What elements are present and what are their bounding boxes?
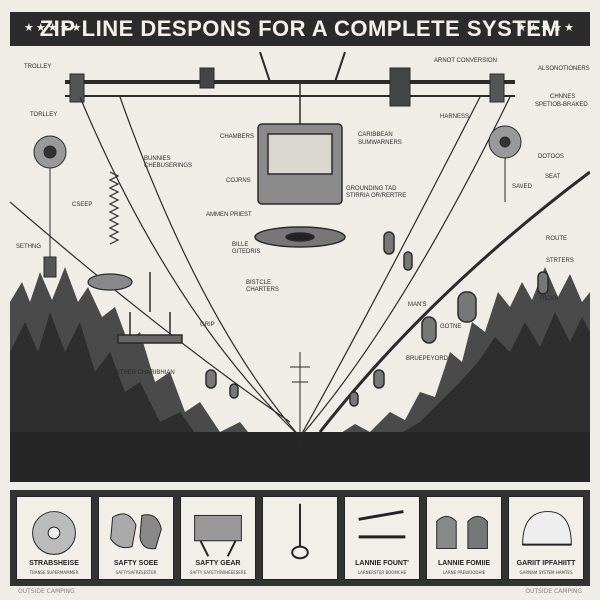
forest [10,267,590,482]
glove-icon [110,513,162,550]
label-seat: SEAT [545,174,561,180]
label-ricks: RICKS [540,296,559,302]
panel-label: GARIIT IPFAHIITT [516,560,576,567]
panel-sub: SAFTY SAFETYSWHEEESERE [189,570,247,575]
label-bille: BILLE [232,242,249,248]
label-ammen: AMMEN PRIEST [206,212,252,218]
shoes-icon [436,515,488,550]
label-bille2: GITEDRIS [232,249,261,255]
disc-icon [32,511,76,555]
bars-icon [358,510,406,539]
panel-label: STRABSHEISE [29,560,79,567]
center-post [290,352,310,452]
label-grip: GRIP [200,322,215,328]
stars-right: ★★★★★ [516,21,576,34]
seat-harness [117,272,183,344]
panel-label: SAFTY SOEE [113,560,159,567]
label-mid-small2: CHARTERS [246,287,279,293]
label-trolley-top: TROLLEY [24,64,52,70]
label-gotne2: BRUEPEYORD [406,356,449,362]
panel-sub: LARNE PREWOODHIE [442,570,486,575]
main-track [65,52,515,107]
left-pulley [33,135,67,278]
label-strters: STRTERS [546,258,574,264]
label-top-right-2: ALSONOTIONERS [538,66,590,72]
panel-sub: SAFTYSAFRESESTER [115,570,157,575]
label-sethng: SETHNG [16,244,42,250]
label-top-right-1: ARNOT CONVERSION [434,58,497,64]
label-mans: MAN'S [408,302,427,308]
helmet-icon [522,511,572,546]
label-stirria: STIRRIA OR/RERTRE [346,193,407,199]
footer-left: OUTSIDE CAMPING [18,588,75,595]
diagram-svg [10,52,590,482]
lanyard-icon [291,503,309,560]
panel-lanyard [262,496,338,580]
panel-lannie-fount: LANNIE FOUNT' LARNERSTER BOOMCHE [344,496,420,580]
label-mid-small: BISTCLE [246,280,272,286]
gondola [254,82,346,248]
label-harness-mid: HARNESS [440,114,470,120]
label-caribbean: CARIBBEAN [358,132,393,138]
label-vitner: VITHER CHARIBHIAN [114,370,175,376]
carabiners [205,231,549,407]
label-route: ROUTE [546,236,567,242]
footer-right: OUTSIDE CAMPING [525,588,582,595]
panel-safty-soee: SAFTY SOEE SAFTYSAFRESESTER [98,496,174,580]
label-bunnies2: CHEBUSERINGS [144,163,193,169]
panel-label: LANNIE FOUNT' [355,560,409,567]
poster-title: ZIP LINE DESPONS FOR A COMPLETE SYSTEM [39,16,561,41]
panel-sub: LARNERSTER BOOMCHE [357,570,407,575]
spring-assembly [87,171,133,291]
panel-label: SAFTY GEAR [195,560,241,567]
label-cojrns: COJRNS [226,178,251,184]
stars-left: ★★★★★ [24,21,84,34]
label-ssep: CSEEP [72,202,93,208]
label-top-right-3: CHNNES [550,94,576,100]
label-sumwarners: SUMWARNERS [358,140,402,146]
panel-safty-gear: SAFTY GEAR SAFTY SAFETYSWHEEESERE [180,496,256,580]
label-chambers: CHAMBERS [220,134,255,140]
panel-label: LANNIE FOMIIE [437,560,491,567]
label-bunnies: BUNNIES [144,156,171,162]
panel-sub: GARNAM SYSTEM HAMTES [519,570,573,575]
label-trolley-left: TORLLEY [30,112,58,118]
zipline-diagram: TROLLEY TORLLEY ARNOT CONVERSION ALSONOT… [10,52,590,482]
label-top-right-4: SPETIOB-BRAKED [535,102,588,108]
equipment-strip: STRABSHEISE TRANSE SUPERMAMMER SAFTY SOE… [10,490,590,586]
harness-icon [194,514,242,557]
label-saved: SAVED [512,184,532,190]
panel-lannie-fomiie: LANNIE FOMIIE LARNE PREWOODHIE [426,496,502,580]
label-grounding: GROUNDING TAD [346,186,397,192]
label-dotoos: DOTOOS [538,154,564,160]
panel-strabsheise: STRABSHEISE TRANSE SUPERMAMMER [16,496,92,580]
title-banner: ★★★★★ ZIP LINE DESPONS FOR A COMPLETE SY… [10,12,590,46]
footer: OUTSIDE CAMPING OUTSIDE CAMPING [10,588,590,598]
panel-helmet: GARIIT IPFAHIITT GARNAM SYSTEM HAMTES [508,496,584,580]
panel-sub: TRANSE SUPERMAMMER [29,570,79,575]
label-gotne: GOTNE [440,324,462,330]
right-pulley [488,125,522,202]
